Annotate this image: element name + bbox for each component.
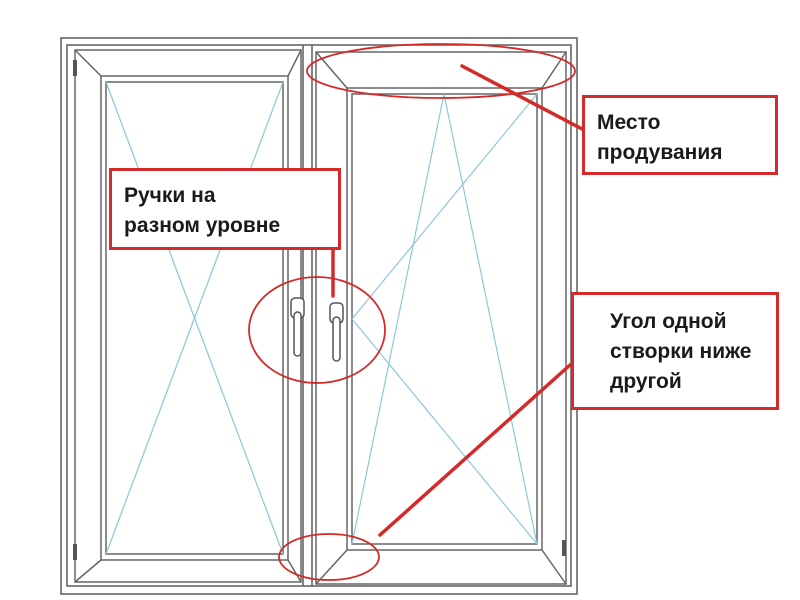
right-handle-icon [329, 302, 344, 362]
right-sash-opening-lines [351, 93, 538, 545]
highlight-ellipses [248, 43, 576, 581]
hinges [73, 60, 566, 560]
left-sash [74, 49, 302, 583]
callout-line: Угол одной [610, 310, 727, 333]
sash-corner-ellipse [278, 533, 380, 581]
handles-ellipse [248, 276, 386, 384]
callout-handles: Ручки на разном уровне [109, 168, 341, 250]
corner-pointer [378, 363, 572, 537]
draft-pointer [460, 64, 586, 132]
left-sash-opening-lines [105, 81, 284, 555]
callout-draft-zone: Место продувания [582, 95, 778, 175]
left-handle-icon [290, 297, 305, 357]
callout-sash-corner: Угол одной створки ниже другой [571, 292, 779, 410]
window-frame [60, 37, 578, 595]
callout-line: другой [610, 370, 682, 393]
callout-line: Ручки на [124, 184, 216, 207]
callout-line: разном уровне [124, 214, 281, 237]
draft-zone-ellipse [306, 43, 576, 99]
callout-line: Место [597, 111, 661, 134]
pointer-lines [331, 64, 586, 537]
callout-line: продувания [597, 141, 723, 164]
callout-line: створки ниже [610, 340, 752, 363]
